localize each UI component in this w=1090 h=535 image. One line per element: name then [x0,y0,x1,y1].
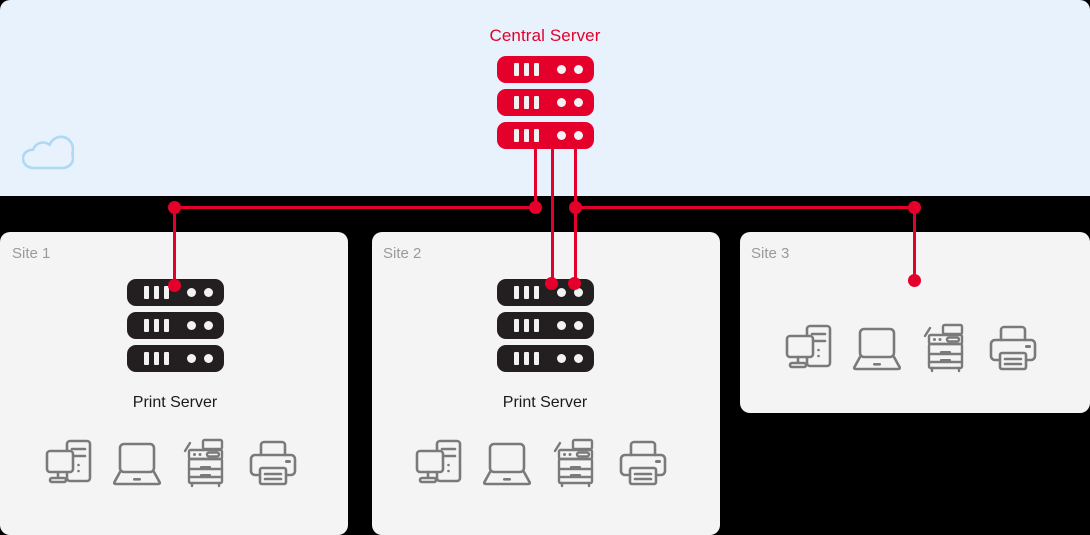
site-label-2: Site 2 [383,245,422,262]
server-leds-icon [187,321,213,330]
bus-segment-left [173,206,537,209]
page-title: Central Server [489,26,601,45]
site-2-print-server[interactable] [497,279,594,372]
site-3-device-row [785,322,1037,374]
server-unit [497,312,594,339]
laptop-icon[interactable] [483,437,531,489]
desktop-computer-icon[interactable] [785,322,833,374]
server-leds-icon [557,354,583,363]
server-unit [497,122,594,149]
site-1-device-row [45,437,297,489]
site-2-print-server-label: Print Server [502,394,588,411]
printer-icon[interactable] [619,437,667,489]
server-leds-icon [187,354,213,363]
central-downlink-left [534,148,537,208]
site-3-uplink [913,206,916,281]
laptop-icon[interactable] [853,322,901,374]
site-3-endpoint[interactable] [908,274,921,287]
server-unit [497,56,594,83]
server-bars-icon [514,96,539,109]
site-2-server-endpoint-right[interactable] [568,277,581,290]
bus-junction-site-1[interactable] [168,201,181,214]
server-bars-icon [514,129,539,142]
server-bars-icon [514,63,539,76]
server-leds-icon [187,288,213,297]
server-bars-icon [514,319,539,332]
server-unit [497,345,594,372]
central-downlink-right [574,148,577,208]
site-1-print-server[interactable] [127,279,224,372]
bus-segment-right [575,206,917,209]
server-leds-icon [557,288,583,297]
server-bars-icon [514,286,539,299]
server-leds-icon [557,98,583,107]
server-bars-icon [144,352,169,365]
central-downlink-middle [551,148,554,283]
server-leds-icon [557,65,583,74]
server-leds-icon [557,131,583,140]
bus-junction-site-3[interactable] [908,201,921,214]
server-bars-icon [144,286,169,299]
printer-icon[interactable] [989,322,1037,374]
server-bars-icon [514,352,539,365]
server-leds-icon [557,321,583,330]
site-2-server-endpoint-left[interactable] [545,277,558,290]
site-panel-2[interactable] [372,232,720,535]
site-1-uplink [173,206,176,286]
laptop-icon[interactable] [113,437,161,489]
site-2-device-row [415,437,667,489]
printer-icon[interactable] [249,437,297,489]
site-1-server-endpoint[interactable] [168,279,181,292]
copier-icon[interactable] [181,437,229,489]
site-1-print-server-label: Print Server [132,394,218,411]
cloud-icon [22,135,74,170]
site-2-uplink [574,206,577,283]
site-label-1: Site 1 [12,245,51,262]
central-server-stack[interactable] [497,56,594,149]
server-bars-icon [144,319,169,332]
copier-icon[interactable] [551,437,599,489]
bus-junction-central-left[interactable] [529,201,542,214]
server-unit [127,345,224,372]
desktop-computer-icon[interactable] [45,437,93,489]
site-label-3: Site 3 [751,245,790,262]
server-unit [127,312,224,339]
server-unit [497,89,594,116]
desktop-computer-icon[interactable] [415,437,463,489]
copier-icon[interactable] [921,322,969,374]
bus-junction-central-right[interactable] [569,201,582,214]
